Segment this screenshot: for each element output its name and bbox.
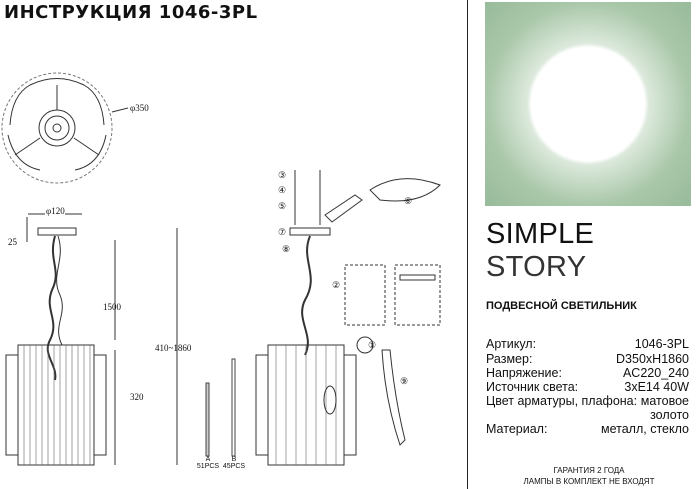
part-b: B 45PCS [222, 456, 246, 470]
dimension-canopy-diameter: φ120 [46, 206, 65, 216]
side-view-drawing [5, 213, 178, 466]
dimension-total-height: 410~1860 [155, 343, 192, 353]
spec-row: Цвет арматуры, плафона:матовое [486, 394, 689, 409]
step-8: ⑧ [282, 244, 291, 254]
step-5: ⑤ [278, 201, 287, 211]
spec-label: Размер: [486, 352, 533, 366]
brand-word-story: STORY [486, 251, 587, 283]
step-7: ⑦ [278, 227, 287, 237]
spec-row: Источник света: 3xE14 40W [486, 380, 689, 395]
spec-value: металл, стекло [601, 422, 689, 436]
step-6: ⑥ [404, 196, 413, 206]
spec-label: Материал: [486, 422, 548, 436]
spec-label: Источник света: [486, 380, 579, 394]
part-a-label: A [205, 456, 211, 463]
divider [467, 0, 468, 489]
assembly-drawing [255, 170, 441, 466]
part-b-count: 45PCS [222, 463, 246, 470]
dimension-top-diameter: φ350 [130, 103, 149, 113]
step-3: ③ [278, 170, 287, 180]
spec-value: матовое [640, 394, 689, 408]
spec-label: Артикул: [486, 337, 537, 351]
step-4: ④ [278, 185, 287, 195]
spec-value: 3xE14 40W [624, 380, 689, 394]
brand-name: SIMPLE STORY [486, 218, 700, 284]
product-type: ПОДВЕСНОЙ СВЕТИЛЬНИК [486, 300, 637, 312]
warranty-note: ГАРАНТИЯ 2 ГОДА [553, 466, 625, 475]
spec-row: Материал: металл, стекло [486, 422, 689, 437]
spec-value: 1046-3PL [634, 337, 689, 351]
lamps-note: ЛАМПЫ В КОМПЛЕКТ НЕ ВХОДЯТ [523, 477, 655, 486]
spec-label: Цвет арматуры, плафона: [486, 394, 638, 408]
spec-value: D350xH1860 [616, 352, 689, 366]
technical-drawings [1, 72, 441, 466]
step-2: ② [332, 280, 341, 290]
dimension-canopy-height: 25 [8, 237, 17, 247]
part-b-label: B [231, 456, 237, 463]
spec-value: золото [650, 408, 689, 422]
footer-notes: ГАРАНТИЯ 2 ГОДА ЛАМПЫ В КОМПЛЕКТ НЕ ВХОД… [486, 465, 692, 487]
step-9: ⑨ [400, 376, 409, 386]
brand-logo [485, 2, 691, 206]
spec-row: Напряжение: AC220_240 [486, 366, 689, 381]
part-a: A 51PCS [196, 456, 220, 470]
step-1: ① [368, 340, 377, 350]
top-view-drawing [1, 72, 129, 184]
spec-row: золото [486, 408, 689, 423]
spec-value: AC220_240 [622, 366, 689, 380]
dimension-shade-height: 320 [130, 392, 144, 402]
spec-row: Артикул: 1046-3PL [486, 337, 689, 352]
brand-word-simple: SIMPLE [486, 218, 595, 250]
rod-parts-drawing [205, 358, 236, 457]
part-a-count: 51PCS [196, 463, 220, 470]
spec-row: Размер: D350xH1860 [486, 352, 689, 367]
page-title: ИНСТРУКЦИЯ 1046-3PL [4, 2, 258, 23]
spec-label: Напряжение: [486, 366, 562, 380]
dimension-chain-length: 1500 [103, 302, 121, 312]
